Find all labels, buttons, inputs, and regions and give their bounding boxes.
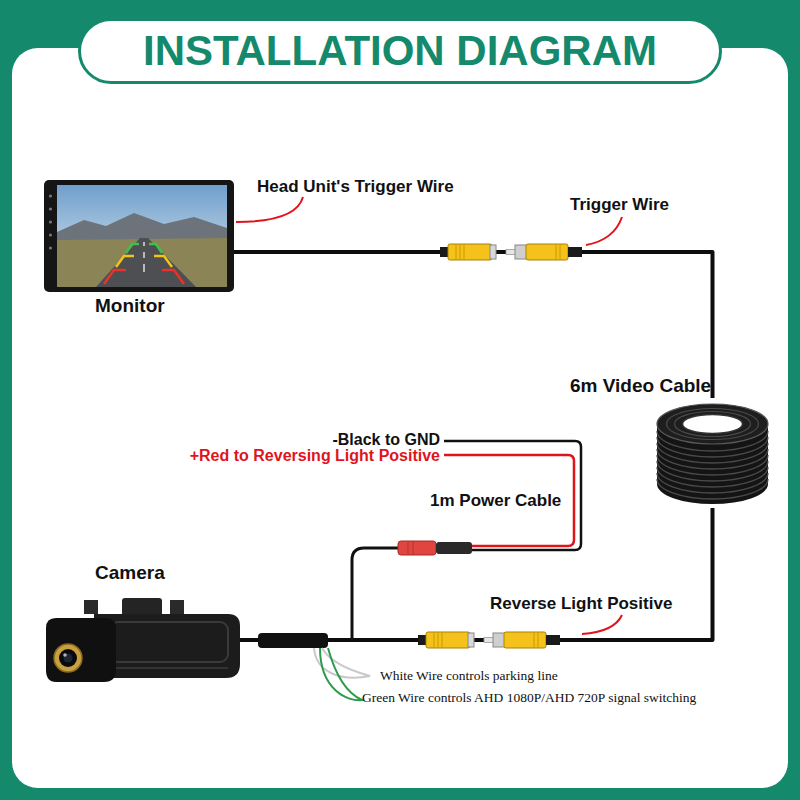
reverse-camera-part-part (110, 622, 228, 662)
cable-label: 1m Power Cable (430, 491, 561, 511)
leader-line (586, 217, 622, 245)
monitor-device-part-part (49, 246, 52, 249)
monitor-device-part-part (126, 244, 139, 253)
reverse-camera-part-part (170, 600, 184, 614)
wire-instruction: +Red to Reversing Light Positive (190, 446, 440, 466)
wire-note: White Wire controls parking line (380, 668, 558, 684)
cable-coil-part (655, 398, 770, 508)
cable-coil-part-part (657, 443, 768, 463)
monitor-device-part-part (162, 270, 184, 284)
reverse-camera-part (44, 598, 240, 682)
cable-coil-part-part (675, 412, 751, 437)
monitor-device: Monitor (44, 180, 234, 292)
monitor-device-part-part (57, 185, 227, 287)
wire-callout: Trigger Wire (570, 195, 669, 215)
monitor-device-part-part (49, 207, 52, 210)
cable-coil-part-part (657, 404, 768, 504)
wire-callout: Head Unit's Trigger Wire (257, 177, 454, 197)
cable-coil-part-part (683, 415, 743, 434)
reverse-camera-part-part (54, 644, 82, 672)
leader-line (236, 197, 303, 222)
green-wire (320, 648, 362, 700)
cable-coil-part-part (657, 479, 768, 499)
monitor-device-part-part (154, 256, 172, 267)
cable-coil-part-part (657, 404, 768, 444)
reverse-camera-part-part (64, 654, 73, 663)
cable-coil-part-part (667, 409, 759, 440)
reverse-camera-part-part (63, 653, 67, 657)
reverse-camera-part-part (84, 600, 98, 614)
plug-groove (413, 541, 414, 555)
node-label: Monitor (95, 295, 165, 317)
leader-line (582, 615, 622, 634)
monitor-device-part-part (57, 238, 227, 287)
monitor-device-part-part (49, 220, 52, 223)
monitor-device-part-part (116, 256, 134, 267)
monitor-device-part-part (49, 233, 52, 236)
reverse-camera-part-part (114, 667, 228, 669)
title-banner: INSTALLATION DIAGRAM (78, 18, 722, 84)
reverse-camera-part-part (122, 598, 162, 616)
cable-coil-part-part (657, 467, 768, 487)
monitor-device-part-part (149, 244, 162, 253)
cable-coil-part-part (657, 473, 768, 493)
reverse-camera-part-part (46, 618, 116, 682)
monitor-device-part-part (143, 242, 145, 272)
cable-coil-part-part (657, 461, 768, 481)
rca-male-plug (506, 244, 582, 260)
power-plug-red (398, 541, 436, 555)
monitor-device-part-part (49, 194, 52, 197)
power-wire (352, 548, 400, 640)
diagram-title: INSTALLATION DIAGRAM (143, 27, 657, 75)
monitor-device-part-part (57, 213, 227, 242)
rca-female-plug (440, 244, 496, 260)
wire-note: Green Wire controls AHD 1080P/AHD 720P s… (362, 690, 696, 706)
cable-coil: 6m Video Cable (655, 398, 770, 508)
video-cable (234, 252, 713, 398)
cable-coil-part-part (657, 455, 768, 475)
node-label: 6m Video Cable (570, 375, 711, 397)
monitor-device-part (44, 180, 234, 292)
white-wire (314, 648, 370, 678)
cable-coil-part-part (657, 449, 768, 469)
monitor-device-part-part (104, 270, 126, 284)
wire-callout: Reverse Light Positive (490, 594, 672, 614)
rca-male-plug (484, 632, 560, 648)
power-plug-black (436, 542, 472, 554)
video-cable (240, 508, 713, 640)
node-label: Camera (95, 562, 165, 584)
junction-box (258, 633, 328, 648)
reverse-camera-part-part (59, 649, 77, 667)
reverse-camera: Camera (44, 598, 240, 682)
monitor-device-part-part (96, 238, 196, 287)
plug-groove (408, 541, 409, 555)
rca-female-plug (418, 632, 474, 648)
monitor-device-part-part (44, 180, 234, 292)
